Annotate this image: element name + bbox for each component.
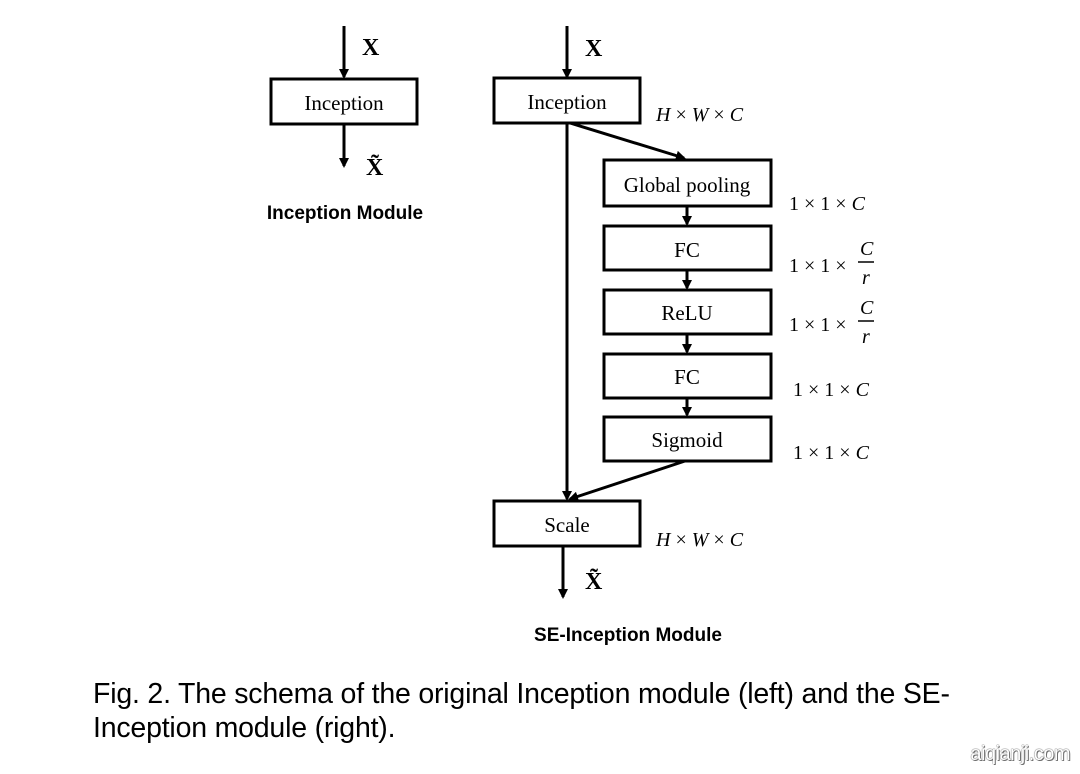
fc1-dim-label: 1 × 1 × C r: [789, 238, 874, 289]
right-module: X Inception H × W × C Global pooling 1 ×…: [492, 26, 874, 646]
sigmoid-label: Sigmoid: [651, 428, 723, 452]
left-module: X Inception X̃ Inception Module: [267, 26, 423, 224]
left-output-label: X̃: [366, 155, 384, 181]
relu-label: ReLU: [661, 301, 712, 325]
global-pooling-block: [602, 158, 773, 208]
right-output-label: X̃: [585, 569, 603, 595]
fc2-dim-label: 1 × 1 × C: [793, 379, 870, 401]
sigmoid-dim-label: 1 × 1 × C: [793, 442, 870, 464]
caption-line-2: Inception module (right).: [93, 712, 396, 744]
right-input-label: X: [585, 36, 603, 62]
svg-text:1 × 1 ×: 1 × 1 ×: [789, 314, 847, 336]
relu-dim-label: 1 × 1 × C r: [789, 297, 874, 348]
dim-h: H: [655, 104, 672, 126]
fc1-dim-numerator: C: [860, 238, 874, 260]
dim-c: C: [730, 104, 744, 126]
dim-w: W: [692, 104, 711, 126]
sigmoid-block: [602, 415, 773, 463]
fc1-dim-denominator: r: [862, 267, 870, 289]
inception-to-pooling-arrow: [569, 121, 686, 161]
fc2-label: FC: [674, 365, 700, 389]
fc1-label: FC: [674, 238, 700, 262]
se-inception-block: [492, 76, 642, 125]
inception-dim-label: H × W × C: [655, 104, 744, 126]
watermark: aiqianji.com: [970, 743, 1070, 765]
figure-caption: Fig. 2. The schema of the original Incep…: [93, 677, 1053, 745]
scale-block: [492, 499, 642, 548]
scale-dim-label: H × W × C: [655, 529, 744, 551]
left-inception-label: Inception: [304, 91, 384, 115]
left-input-label: X: [362, 35, 380, 61]
caption-line-1: Fig. 2. The schema of the original Incep…: [93, 678, 950, 710]
relu-dim-numerator: C: [860, 297, 874, 319]
right-module-title: SE-Inception Module: [534, 625, 722, 646]
pooling-dim-label: 1 × 1 × C: [789, 193, 866, 215]
relu-dim-denominator: r: [862, 326, 870, 348]
sigmoid-to-scale-arrow: [568, 459, 686, 502]
fc1-block: [602, 224, 773, 272]
svg-text:1 × 1 ×: 1 × 1 ×: [789, 255, 847, 277]
global-pooling-label: Global pooling: [624, 173, 751, 197]
left-module-title: Inception Module: [267, 203, 423, 224]
scale-label: Scale: [544, 513, 589, 537]
se-inception-label: Inception: [527, 90, 607, 114]
